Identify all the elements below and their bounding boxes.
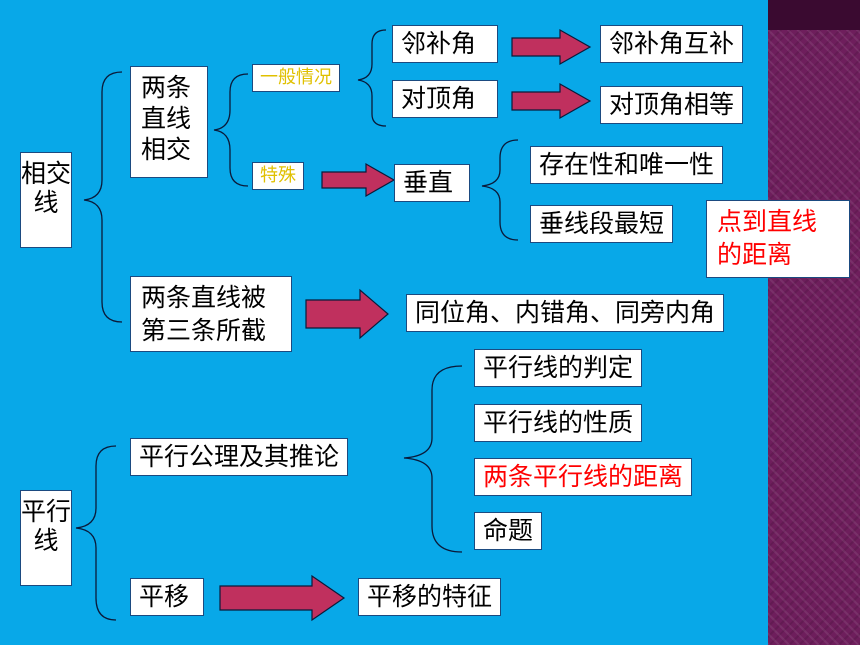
node-perpendicular-shortest: 垂线段最短 (530, 205, 674, 243)
node-general-case: 一般情况 (252, 64, 340, 92)
arrow-vertical (511, 82, 592, 120)
node-perpendicular: 垂直 (394, 164, 470, 202)
brace-axiom (403, 365, 463, 553)
brace-general-cases (357, 29, 387, 127)
root-intersecting-lines: 相交线 (20, 152, 72, 248)
node-parallel-axiom: 平行公理及其推论 (130, 438, 349, 476)
node-adjacent-angle: 邻补角 (392, 25, 498, 63)
node-vertical-equal: 对顶角相等 (600, 86, 744, 124)
node-adjacent-supplementary: 邻补角互补 (600, 25, 744, 63)
decorative-side-stripe (768, 0, 860, 645)
node-two-lines-intersect: 两条直线相交 (130, 66, 208, 178)
node-special-case: 特殊 (252, 162, 304, 190)
arrow-cut (305, 288, 389, 340)
node-translation-features: 平移的特征 (358, 578, 502, 616)
arrow-translation (219, 574, 346, 622)
brace-intersect-lines (83, 71, 123, 323)
node-vertical-angle: 对顶角 (392, 80, 498, 118)
node-point-line-distance: 点到直线的距离 (706, 200, 850, 278)
node-parallel-properties: 平行线的性质 (474, 404, 643, 442)
root-parallel-lines: 平行线 (20, 490, 72, 586)
node-lines-cut-by-transversal: 两条直线被第三条所截 (130, 276, 292, 352)
brace-parallel-lines (75, 445, 117, 621)
node-translation: 平移 (130, 578, 204, 616)
brace-perpendicular (481, 139, 519, 241)
node-parallel-criteria: 平行线的判定 (474, 349, 643, 387)
node-proposition: 命题 (474, 512, 543, 550)
brace-intersect-cases (213, 73, 249, 187)
node-existence-uniqueness: 存在性和唯一性 (530, 146, 724, 184)
arrow-adjacent (511, 28, 592, 66)
arrow-special (321, 162, 396, 198)
node-angle-types: 同位角、内错角、同旁内角 (406, 294, 725, 332)
node-parallel-distance: 两条平行线的距离 (474, 458, 693, 496)
stripe-top (768, 0, 860, 30)
